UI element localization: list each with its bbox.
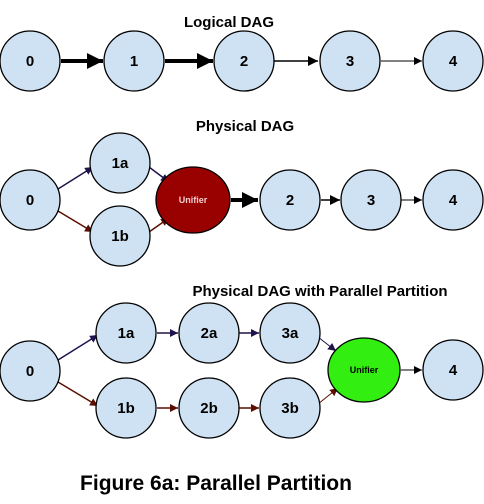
edge-3a-unifier: [317, 336, 337, 352]
logical-dag: Logical DAG 0 1 2 3 4: [0, 14, 484, 92]
physical-dag-title: Physical DAG: [196, 118, 294, 135]
parallel-node-4: 4: [422, 339, 484, 401]
svg-text:3: 3: [346, 53, 354, 70]
svg-text:1b: 1b: [117, 400, 135, 417]
physical-node-0: 0: [0, 169, 61, 231]
logical-node-3: 3: [319, 30, 381, 92]
parallel-unifier-node: Unifier: [327, 337, 401, 403]
svg-text:1a: 1a: [118, 325, 135, 342]
parallel-dag: Physical DAG with Parallel Partition 0 1…: [0, 283, 484, 439]
physical-node-1b: 1b: [89, 205, 151, 267]
logical-node-0: 0: [0, 30, 61, 92]
svg-text:Unifier: Unifier: [350, 365, 379, 375]
parallel-node-0: 0: [0, 340, 61, 402]
edge-3b-unifier: [317, 387, 339, 405]
parallel-node-3b: 3b: [259, 377, 321, 439]
svg-text:Unifier: Unifier: [179, 195, 208, 205]
logical-node-2: 2: [213, 30, 275, 92]
parallel-node-2a: 2a: [178, 302, 240, 364]
physical-node-4: 4: [422, 169, 484, 231]
physical-dag: Physical DAG 0 1a 1b Unifier 2: [0, 118, 484, 267]
svg-text:4: 4: [449, 192, 458, 209]
svg-text:0: 0: [26, 192, 34, 209]
svg-text:0: 0: [26, 363, 34, 380]
svg-text:0: 0: [26, 53, 34, 70]
parallel-node-1a: 1a: [95, 302, 157, 364]
svg-text:1: 1: [130, 53, 138, 70]
logical-node-1: 1: [103, 30, 165, 92]
svg-text:3a: 3a: [282, 325, 299, 342]
svg-text:1a: 1a: [112, 155, 129, 172]
svg-text:4: 4: [449, 53, 458, 70]
physical-node-2: 2: [259, 169, 321, 231]
physical-unifier-node: Unifier: [155, 166, 231, 234]
physical-node-3: 3: [340, 169, 402, 231]
svg-text:3b: 3b: [281, 400, 299, 417]
physical-node-1a: 1a: [89, 132, 151, 194]
parallel-node-2b: 2b: [178, 377, 240, 439]
parallel-node-3a: 3a: [259, 302, 321, 364]
svg-text:2: 2: [240, 53, 248, 70]
edge-0-1a: [57, 334, 99, 361]
svg-text:4: 4: [449, 362, 458, 379]
svg-text:2b: 2b: [200, 400, 218, 417]
parallel-node-1b: 1b: [95, 377, 157, 439]
parallel-dag-title: Physical DAG with Parallel Partition: [192, 283, 447, 300]
edge-0-1b: [57, 381, 99, 407]
edge-0-1b: [57, 210, 94, 233]
svg-text:2a: 2a: [201, 325, 218, 342]
figure-caption: Figure 6a: Parallel Partition: [80, 472, 352, 495]
logical-dag-title: Logical DAG: [184, 14, 274, 31]
svg-text:3: 3: [367, 192, 375, 209]
edge-0-1a: [57, 166, 94, 190]
logical-node-4: 4: [422, 30, 484, 92]
svg-text:1b: 1b: [111, 228, 129, 245]
svg-text:2: 2: [286, 192, 294, 209]
